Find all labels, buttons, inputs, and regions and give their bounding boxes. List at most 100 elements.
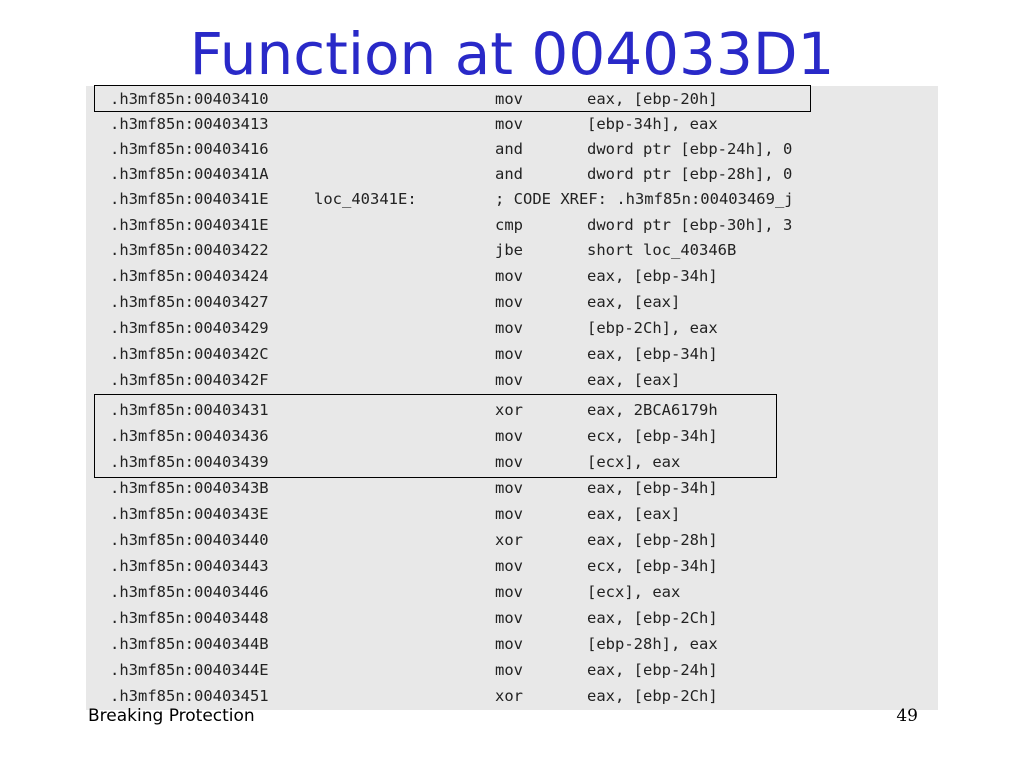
code-mnemonic: mov [495, 453, 523, 471]
code-operands: eax, [ebp-24h] [587, 661, 718, 679]
code-address: .h3mf85n:0040343E [110, 505, 269, 523]
code-operands: dword ptr [ebp-24h], 0 [587, 140, 793, 158]
slide-footer: Breaking Protection [88, 706, 255, 726]
code-mnemonic: mov [495, 319, 523, 337]
code-address: .h3mf85n:00403410 [110, 90, 269, 108]
code-address: .h3mf85n:00403422 [110, 241, 269, 259]
code-address: .h3mf85n:0040344B [110, 635, 269, 653]
code-operands: [ecx], eax [587, 583, 681, 601]
code-address: .h3mf85n:00403448 [110, 609, 269, 627]
code-mnemonic: mov [495, 583, 523, 601]
code-address: .h3mf85n:0040342F [110, 371, 269, 389]
code-line: .h3mf85n:0040344B mov [ebp-28h], eax [86, 631, 938, 657]
code-operands: ecx, [ebp-34h] [587, 427, 718, 445]
code-operands: eax, [eax] [587, 505, 681, 523]
code-line: .h3mf85n:00403431 xor eax, 2BCA6179h [86, 397, 938, 423]
code-line: .h3mf85n:0040343E mov eax, [eax] [86, 501, 938, 527]
code-operands: dword ptr [ebp-28h], 0 [587, 165, 793, 183]
code-operands: [ecx], eax [587, 453, 681, 471]
code-comment: ; CODE XREF: .h3mf85n:00403469_j [495, 190, 794, 208]
code-mnemonic: jbe [495, 241, 523, 259]
code-operands: [ebp-2Ch], eax [587, 319, 718, 337]
code-address: .h3mf85n:00403427 [110, 293, 269, 311]
code-mnemonic: mov [495, 293, 523, 311]
code-mnemonic: mov [495, 427, 523, 445]
code-address: .h3mf85n:00403429 [110, 319, 269, 337]
code-mnemonic: and [495, 140, 523, 158]
code-line: .h3mf85n:00403440 xor eax, [ebp-28h] [86, 527, 938, 553]
code-address: .h3mf85n:00403413 [110, 115, 269, 133]
code-address: .h3mf85n:0040341E [110, 216, 269, 234]
code-address: .h3mf85n:00403443 [110, 557, 269, 575]
code-line: .h3mf85n:0040342C mov eax, [ebp-34h] [86, 341, 938, 367]
code-line: .h3mf85n:00403451 xor eax, [ebp-2Ch] [86, 683, 938, 709]
code-mnemonic: mov [495, 90, 523, 108]
code-mnemonic: cmp [495, 216, 523, 234]
code-mnemonic: mov [495, 505, 523, 523]
code-label: loc_40341E: [314, 190, 417, 208]
highlight-box-first-line [94, 85, 811, 112]
code-operands: short loc_40346B [587, 241, 737, 259]
code-operands: eax, [ebp-2Ch] [587, 687, 718, 705]
code-line: .h3mf85n:00403436 mov ecx, [ebp-34h] [86, 423, 938, 449]
code-line: .h3mf85n:0040341A and dword ptr [ebp-28h],… [86, 161, 938, 187]
code-mnemonic: xor [495, 531, 523, 549]
code-operands: eax, [eax] [587, 371, 681, 389]
code-address: .h3mf85n:00403439 [110, 453, 269, 471]
code-mnemonic: mov [495, 635, 523, 653]
code-address: .h3mf85n:00403424 [110, 267, 269, 285]
disassembly-listing: .h3mf85n:00403410 mov eax, [ebp-20h] .h3mf… [86, 86, 938, 710]
code-operands: eax, [ebp-20h] [587, 90, 718, 108]
code-line: .h3mf85n:0040343B mov eax, [ebp-34h] [86, 475, 938, 501]
highlight-box-xor-block [94, 394, 777, 478]
code-address: .h3mf85n:00403451 [110, 687, 269, 705]
code-address: .h3mf85n:0040342C [110, 345, 269, 363]
code-mnemonic: mov [495, 557, 523, 575]
code-address: .h3mf85n:0040341A [110, 165, 269, 183]
code-line: .h3mf85n:0040341E loc_40341E: ; CODE XREF:… [86, 186, 938, 212]
code-address: .h3mf85n:00403431 [110, 401, 269, 419]
code-operands: eax, [ebp-2Ch] [587, 609, 718, 627]
code-mnemonic: mov [495, 609, 523, 627]
code-line: .h3mf85n:00403446 mov [ecx], eax [86, 579, 938, 605]
code-operands: dword ptr [ebp-30h], 3 [587, 216, 793, 234]
code-line: .h3mf85n:00403439 mov [ecx], eax [86, 449, 938, 475]
code-operands: eax, [eax] [587, 293, 681, 311]
code-address: .h3mf85n:0040344E [110, 661, 269, 679]
code-operands: [ebp-28h], eax [587, 635, 718, 653]
code-operands: [ebp-34h], eax [587, 115, 718, 133]
slide-page-number: 49 [896, 706, 918, 726]
code-address: .h3mf85n:0040343B [110, 479, 269, 497]
slide-title: Function at 004033D1 [189, 20, 835, 88]
code-mnemonic: mov [495, 371, 523, 389]
code-line: .h3mf85n:00403429 mov [ebp-2Ch], eax [86, 315, 938, 341]
code-address: .h3mf85n:00403416 [110, 140, 269, 158]
code-address: .h3mf85n:00403440 [110, 531, 269, 549]
code-mnemonic: mov [495, 345, 523, 363]
code-address: .h3mf85n:00403436 [110, 427, 269, 445]
code-mnemonic: mov [495, 115, 523, 133]
code-line: .h3mf85n:00403410 mov eax, [ebp-20h] [86, 86, 938, 112]
code-line: .h3mf85n:0040342F mov eax, [eax] [86, 367, 938, 393]
code-line: .h3mf85n:0040344E mov eax, [ebp-24h] [86, 657, 938, 683]
code-mnemonic: xor [495, 401, 523, 419]
code-operands: ecx, [ebp-34h] [587, 557, 718, 575]
code-line: .h3mf85n:0040341E cmp dword ptr [ebp-30h],… [86, 212, 938, 238]
code-address: .h3mf85n:00403446 [110, 583, 269, 601]
code-mnemonic: xor [495, 687, 523, 705]
code-line: .h3mf85n:00403413 mov [ebp-34h], eax [86, 111, 938, 137]
code-line: .h3mf85n:00403416 and dword ptr [ebp-24h],… [86, 136, 938, 162]
code-line: .h3mf85n:00403427 mov eax, [eax] [86, 289, 938, 315]
code-operands: eax, [ebp-34h] [587, 267, 718, 285]
code-line: .h3mf85n:00403422 jbe short loc_40346B [86, 237, 938, 263]
code-mnemonic: mov [495, 479, 523, 497]
code-operands: eax, 2BCA6179h [587, 401, 718, 419]
code-operands: eax, [ebp-28h] [587, 531, 718, 549]
code-mnemonic: mov [495, 661, 523, 679]
code-address: .h3mf85n:0040341E [110, 190, 269, 208]
code-mnemonic: and [495, 165, 523, 183]
code-operands: eax, [ebp-34h] [587, 479, 718, 497]
code-operands: eax, [ebp-34h] [587, 345, 718, 363]
code-line: .h3mf85n:00403448 mov eax, [ebp-2Ch] [86, 605, 938, 631]
